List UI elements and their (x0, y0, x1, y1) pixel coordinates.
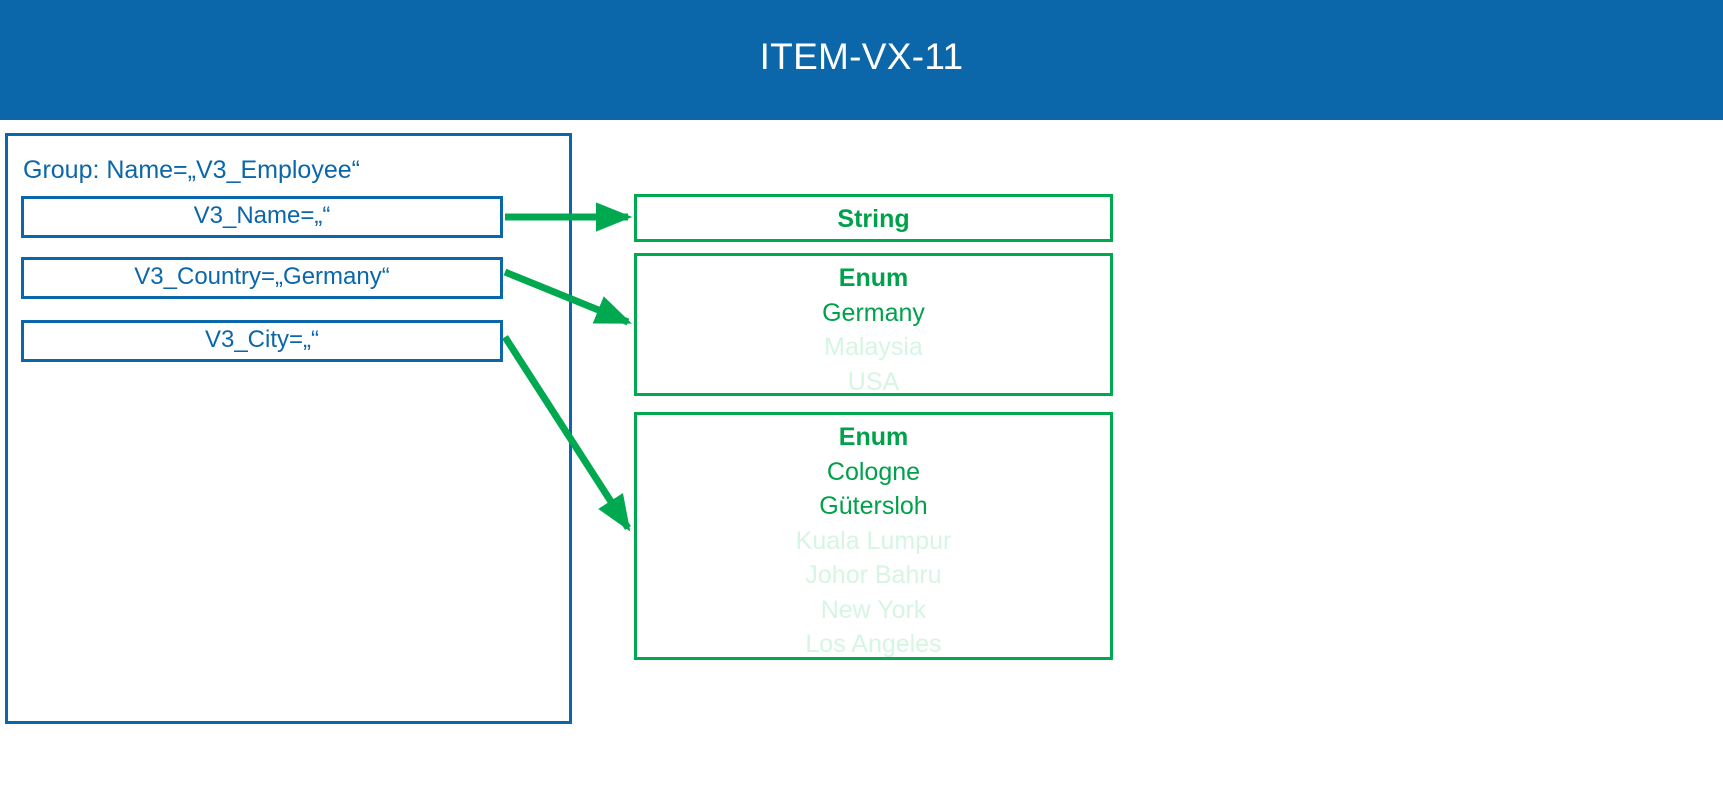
attribute-label: V3_Name=„“ (193, 201, 331, 229)
enum-value[interactable]: Germany (822, 298, 925, 327)
enum-value[interactable]: Los Angeles (805, 630, 942, 658)
type-box-string[interactable]: String (634, 194, 1113, 242)
type-box-heading: String (837, 205, 910, 233)
enum-value[interactable]: Gütersloh (819, 492, 928, 520)
enum-value[interactable]: Malaysia (824, 333, 923, 361)
enum-value[interactable]: USA (847, 367, 900, 396)
enum-value[interactable]: New York (820, 595, 927, 624)
type-box-values: Cologne Gütersloh Kuala Lumpur Johor Bah… (637, 455, 1110, 662)
type-box-heading: Enum (838, 423, 909, 451)
page-title: ITEM-VX-11 (759, 35, 964, 77)
enum-value[interactable]: Cologne (826, 457, 921, 486)
enum-value[interactable]: Kuala Lumpur (795, 526, 952, 555)
attribute-box-city[interactable]: V3_City=„“ (21, 320, 503, 362)
type-box-values: Germany Malaysia USA (637, 296, 1110, 400)
group-label: Group: Name=„V3_Employee“ (23, 156, 360, 184)
enum-value[interactable]: Johor Bahru (805, 561, 942, 589)
attribute-label: V3_City=„“ (204, 325, 320, 353)
type-box-enum-country[interactable]: Enum Germany Malaysia USA (634, 253, 1113, 396)
type-box-heading: Enum (838, 264, 909, 292)
header-bar (0, 0, 1723, 120)
attribute-label: V3_Country=„Germany“ (134, 262, 390, 290)
type-box-enum-city[interactable]: Enum Cologne Gütersloh Kuala Lumpur Joho… (634, 412, 1113, 660)
attribute-box-country[interactable]: V3_Country=„Germany“ (21, 257, 503, 299)
attribute-box-name[interactable]: V3_Name=„“ (21, 196, 503, 238)
